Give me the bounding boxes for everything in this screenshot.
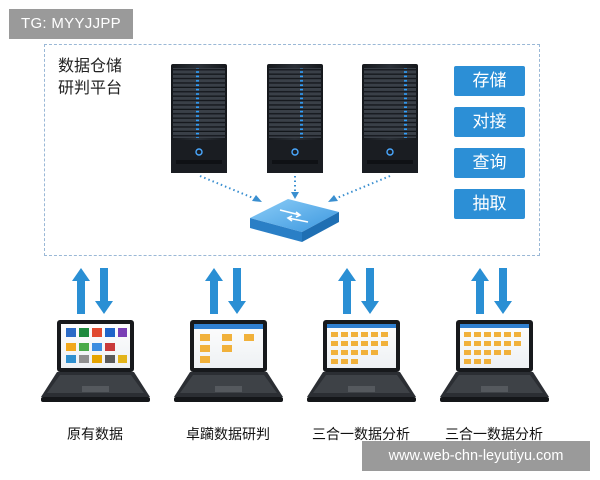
laptop-1-label: 原有数据 xyxy=(67,427,123,443)
server-tower-1 xyxy=(171,64,227,173)
query-button[interactable]: 查询 xyxy=(454,148,525,178)
folder-icons xyxy=(200,334,254,363)
server-switch-connectors xyxy=(199,175,391,201)
up-down-arrow-icon xyxy=(205,268,246,314)
arrowhead-icon xyxy=(328,195,338,202)
switch-arrows-icon xyxy=(279,209,309,223)
laptop-4 xyxy=(440,320,549,402)
server-tower-3 xyxy=(362,64,418,173)
folder-grid-icons xyxy=(331,332,388,364)
platform-title-line-2: 研判平台 xyxy=(58,78,123,97)
up-down-arrow-icon xyxy=(338,268,379,314)
laptop-2-label: 卓躏数据研判 xyxy=(186,427,270,443)
network-switch xyxy=(250,199,339,242)
power-icon xyxy=(291,148,299,156)
watermark-top: TG: MYYJJPP xyxy=(9,9,133,39)
arrowhead-icon xyxy=(291,192,299,199)
store-button[interactable]: 存储 xyxy=(454,66,525,96)
folder-grid-icons xyxy=(464,332,521,364)
extract-button[interactable]: 抽取 xyxy=(454,189,525,219)
server-tower-2 xyxy=(267,64,323,173)
platform-title: 数据仓储 研判平台 xyxy=(58,55,122,99)
laptop-1 xyxy=(41,320,150,402)
laptop-3 xyxy=(307,320,416,402)
power-icon xyxy=(386,148,394,156)
up-down-arrow-icon xyxy=(72,268,113,314)
watermark-bottom: www.web-chn-leyutiyu.com xyxy=(362,441,590,471)
app-icons xyxy=(66,328,127,363)
platform-boundary xyxy=(44,44,540,256)
arrowhead-icon xyxy=(252,195,262,202)
power-icon xyxy=(195,148,203,156)
connect-button[interactable]: 对接 xyxy=(454,107,525,137)
platform-title-line-1: 数据仓储 xyxy=(58,56,123,75)
laptop-3-label: 三合一数据分析 xyxy=(312,427,410,443)
up-down-arrow-icon xyxy=(471,268,512,314)
laptop-2 xyxy=(174,320,283,402)
laptop-4-label: 三合一数据分析 xyxy=(445,427,543,443)
